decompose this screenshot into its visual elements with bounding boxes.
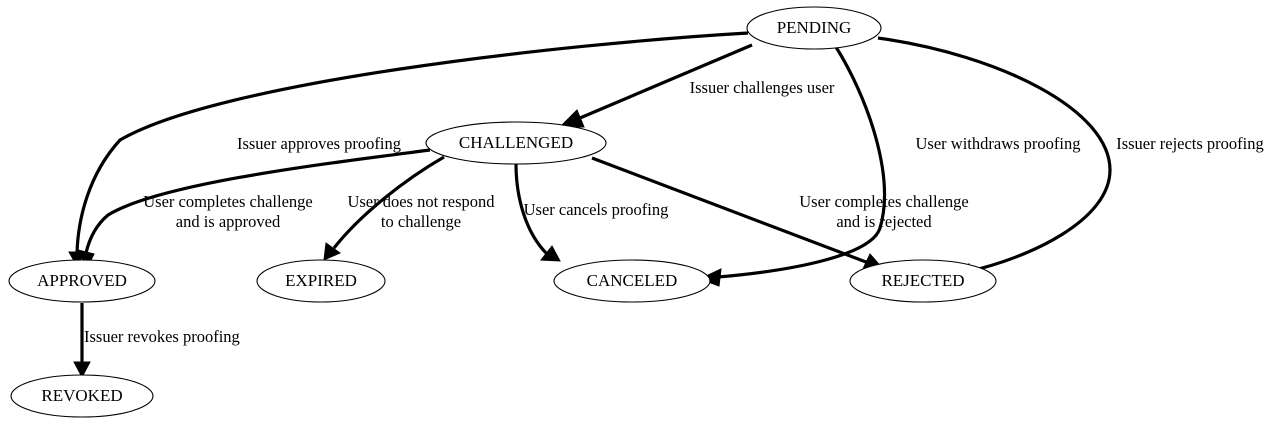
- node-rejected[interactable]: REJECTED: [849, 259, 997, 303]
- node-shape: [849, 259, 997, 303]
- svg-text:User completes challenge: User completes challenge: [799, 192, 969, 211]
- edge-label-user-completes-challenge-approved: User completes challenge and is approved: [143, 192, 313, 231]
- node-pending[interactable]: PENDING: [746, 6, 882, 50]
- node-shape: [425, 121, 607, 165]
- svg-text:to challenge: to challenge: [381, 212, 461, 231]
- node-label: CANCELED: [587, 271, 678, 290]
- node-label: REJECTED: [881, 271, 964, 290]
- node-canceled[interactable]: CANCELED: [553, 259, 711, 303]
- edge-label-user-withdraws-proofing: User withdraws proofing: [916, 134, 1081, 153]
- node-approved[interactable]: APPROVED: [8, 259, 156, 303]
- edge-pending-to-approved: [68, 31, 749, 268]
- node-expired[interactable]: EXPIRED: [256, 259, 386, 303]
- node-shape: [10, 374, 154, 418]
- edge-label-user-does-not-respond: User does not respond to challenge: [347, 192, 495, 231]
- edge-path: [332, 155, 445, 249]
- edge-path: [717, 46, 887, 279]
- edge-label-issuer-revokes-proofing: Issuer revokes proofing: [84, 327, 240, 346]
- edge-path: [75, 31, 749, 254]
- edge-label-issuer-approves-proofing: Issuer approves proofing: [237, 134, 401, 153]
- edge-label-issuer-rejects-proofing: Issuer rejects proofing: [1116, 134, 1264, 153]
- svg-text:User does not respond: User does not respond: [347, 192, 495, 211]
- node-label: APPROVED: [37, 271, 127, 290]
- edge-path: [579, 43, 753, 120]
- node-label: EXPIRED: [285, 271, 357, 290]
- node-label: PENDING: [777, 18, 852, 37]
- edge-label-user-completes-challenge-rejected: User completes challenge and is rejected: [799, 192, 969, 231]
- edge-label-user-cancels-proofing: User cancels proofing: [524, 200, 669, 219]
- edge-label-issuer-challenges-user: Issuer challenges user: [690, 78, 835, 97]
- edge-approved-to-revoked: [73, 303, 91, 379]
- node-shape: [553, 259, 711, 303]
- svg-text:User completes challenge: User completes challenge: [143, 192, 313, 211]
- node-shape: [8, 259, 156, 303]
- arrowhead-icon: [558, 109, 585, 128]
- node-label: REVOKED: [41, 386, 122, 405]
- edge-path: [877, 36, 1112, 274]
- node-revoked[interactable]: REVOKED: [10, 374, 154, 418]
- svg-text:and is approved: and is approved: [176, 212, 281, 231]
- edge-path: [514, 163, 549, 256]
- arrowhead-icon: [323, 242, 342, 261]
- svg-text:and is rejected: and is rejected: [836, 212, 932, 231]
- arrowhead-icon: [73, 361, 91, 379]
- node-shape: [256, 259, 386, 303]
- node-label: CHALLENGED: [459, 133, 573, 152]
- arrowhead-icon: [540, 245, 561, 262]
- node-shape: [746, 6, 882, 50]
- node-challenged[interactable]: CHALLENGED: [425, 121, 607, 165]
- edge-challenged-to-expired: [323, 155, 445, 261]
- edge-pending-to-rejected: [877, 36, 1112, 282]
- edge-path: [591, 156, 867, 264]
- edge-path: [84, 148, 431, 254]
- edge-challenged-to-canceled: [514, 163, 561, 262]
